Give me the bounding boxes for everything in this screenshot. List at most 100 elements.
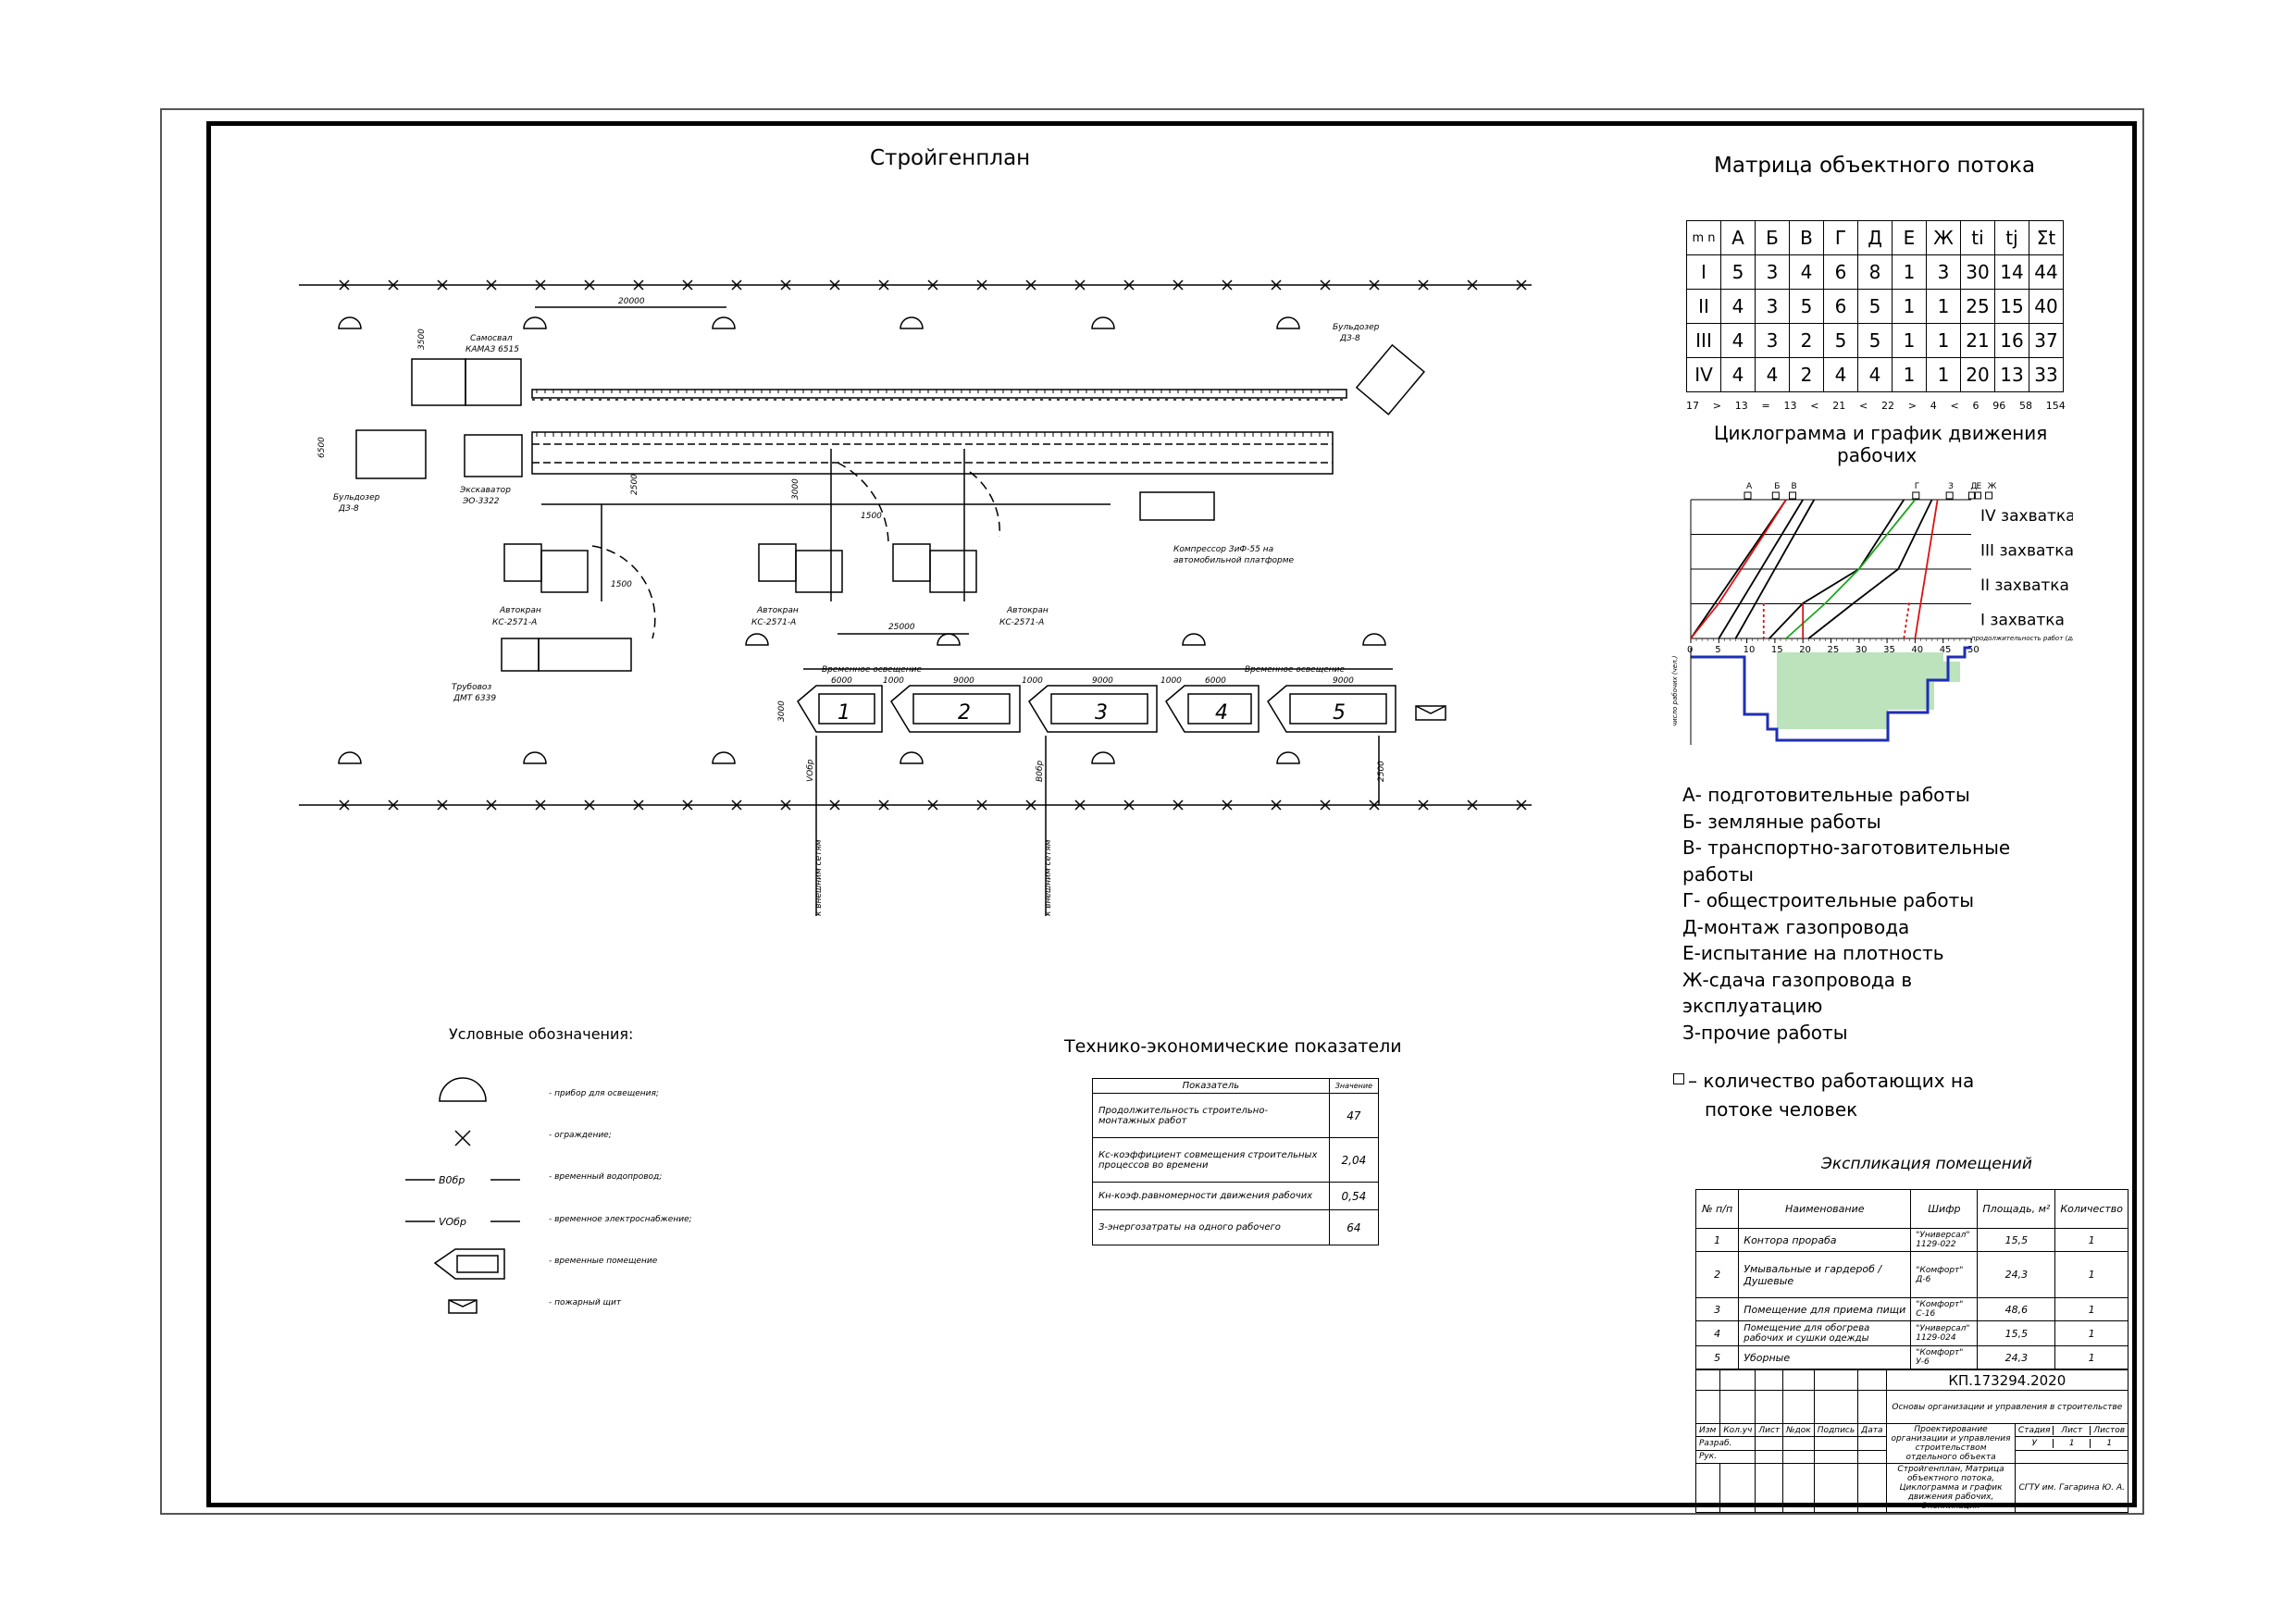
workers-box-icon bbox=[1673, 1073, 1684, 1084]
workers-hatched-area bbox=[1777, 652, 1960, 729]
tep-row-value: 2,04 bbox=[1328, 1137, 1380, 1183]
crane-c-label-1: Автокран bbox=[1006, 606, 1049, 615]
cyclogram-top-box bbox=[1744, 491, 1752, 500]
light-label-2: Временное освещение bbox=[1245, 665, 1345, 675]
matrix-footer-item: 13 bbox=[1734, 400, 1748, 412]
excavator-label-2: ЭО-3322 bbox=[462, 497, 500, 506]
fence-cross bbox=[976, 279, 987, 291]
matrix-footer-item: 21 bbox=[1832, 400, 1846, 412]
matrix-footer-item: 58 bbox=[2019, 400, 2033, 412]
fence-cross bbox=[927, 799, 938, 811]
crane-b-label-2: КС-2571-А bbox=[751, 618, 796, 627]
matrix-title: Матрица объектного потока bbox=[1714, 154, 2036, 178]
lamp bbox=[1182, 633, 1206, 646]
works-legend-item: Г- общестроительные работы bbox=[1682, 889, 1975, 911]
matrix-ti: 21 bbox=[1960, 323, 1995, 358]
expl-cell-qty: 1 bbox=[2054, 1251, 2128, 1298]
matrix-col-v: В bbox=[1789, 220, 1824, 255]
crane-c-cab bbox=[892, 543, 931, 582]
dim-25000: 25000 bbox=[888, 623, 915, 632]
expl-header: Шифр bbox=[1910, 1189, 1979, 1229]
cyclogram-top-box bbox=[1985, 491, 1993, 500]
matrix-col-g: Г bbox=[1823, 220, 1858, 255]
matrix-ti: 30 bbox=[1960, 254, 1995, 290]
fence-cross bbox=[829, 799, 840, 811]
expl-header-row: № п/п Наименование Шифр Площадь, м² Коли… bbox=[1694, 1189, 2128, 1229]
x-tick-label: 0 bbox=[1687, 645, 1693, 655]
x-tick-label: 5 bbox=[1715, 645, 1720, 655]
stamp-sheets-header: Листов bbox=[2093, 1425, 2126, 1435]
matrix-footer-item: < bbox=[1810, 400, 1819, 412]
dim-label-3000b: 3000 bbox=[791, 478, 800, 500]
workers-note-2: потоке человек bbox=[1705, 1098, 1858, 1121]
fence-cross bbox=[486, 799, 497, 811]
matrix-cell: 3 bbox=[1755, 254, 1790, 290]
lamp bbox=[338, 751, 362, 764]
cyclogram-top-box bbox=[1945, 491, 1954, 500]
fence-cross bbox=[1516, 279, 1527, 291]
dim-label-3000: 3000 bbox=[777, 700, 787, 722]
compressor-label-1: Компрессор ЗиФ-55 на bbox=[1173, 545, 1273, 554]
trench-upper bbox=[531, 389, 1347, 399]
dim-1000c: 1000 bbox=[1160, 676, 1182, 686]
legend-lamp-text: - прибор для освещения; bbox=[549, 1089, 659, 1098]
matrix-footer-item: 154 bbox=[2045, 400, 2066, 412]
legend-water-text: - временный водопровод; bbox=[549, 1172, 663, 1182]
stamp-code: КП.173294.2020 bbox=[1885, 1369, 2129, 1391]
stamp-stage-header: Стадия bbox=[2016, 1425, 2054, 1435]
power-code-label: VОбр bbox=[806, 759, 815, 782]
matrix-footer-item: 13 bbox=[1783, 400, 1797, 412]
hut-4-number: 4 bbox=[1215, 701, 1228, 725]
lamp bbox=[1091, 316, 1115, 329]
workers-flow-line bbox=[1691, 646, 1971, 742]
works-legend-item: З-прочие работы bbox=[1682, 1021, 1848, 1044]
water-code-label: В0бр bbox=[1036, 761, 1045, 782]
hut-3-number: 3 bbox=[1095, 701, 1108, 725]
matrix-cell: 5 bbox=[1789, 289, 1824, 324]
fence-cross bbox=[1271, 799, 1282, 811]
lamp bbox=[937, 633, 961, 646]
matrix-row-label: II bbox=[1686, 289, 1721, 324]
expl-cell-code: "Универсал" 1129-022 bbox=[1910, 1228, 1979, 1252]
pipe-truck-cab bbox=[501, 638, 540, 672]
matrix-row-4: IV 4 4 2 4 4 1 1 20 13 33 bbox=[1686, 357, 2064, 392]
tep-table: Показатель Значение Продолжительность ст… bbox=[1092, 1078, 1380, 1245]
stamp-col: №док bbox=[1782, 1422, 1815, 1438]
dump-truck-cab bbox=[411, 358, 466, 406]
cyclogram-top-letter: А bbox=[1746, 482, 1753, 491]
bulldozer-left-label-2: ДЗ-8 bbox=[338, 504, 359, 514]
matrix-footer-item: 17 bbox=[1686, 400, 1699, 412]
works-legend-item: В- транспортно-заготовительные bbox=[1682, 836, 2011, 859]
crane-a-label-1: Автокран bbox=[499, 606, 541, 615]
matrix-cell: 2 bbox=[1789, 357, 1824, 392]
works-legend: А- подготовительные работы Б- земляные р… bbox=[1682, 782, 2010, 1046]
expl-row: 2 Умывальные и гардероб / Душевые "Комфо… bbox=[1694, 1251, 2128, 1298]
matrix-cell: 3 bbox=[1755, 323, 1790, 358]
matrix-footer-item: = bbox=[1761, 400, 1770, 412]
legend-water-code: В0бр bbox=[439, 1174, 465, 1186]
workers-note-text-1: количество работающих на bbox=[1703, 1070, 1975, 1092]
fence-cross bbox=[682, 799, 693, 811]
matrix-cell: 1 bbox=[1926, 323, 1961, 358]
expl-cell-n: 3 bbox=[1694, 1297, 1740, 1321]
matrix-footer-item: 96 bbox=[1992, 400, 2006, 412]
lamp bbox=[745, 633, 769, 646]
stamp-sheets-value: 1 bbox=[2106, 1438, 2113, 1448]
matrix-cell: 5 bbox=[1857, 323, 1893, 358]
fence-cross bbox=[633, 279, 644, 291]
expl-cell-name: Помещение для приема пищи bbox=[1738, 1297, 1912, 1321]
matrix-row-label: IV bbox=[1686, 357, 1721, 392]
fence-cross bbox=[339, 279, 350, 291]
matrix-col-ti: ti bbox=[1960, 220, 1995, 255]
matrix-cell: 1 bbox=[1892, 357, 1927, 392]
works-legend-item: Е-испытание на плотность bbox=[1682, 942, 1944, 964]
stamp-col: Подпись bbox=[1813, 1422, 1859, 1438]
fence-cross bbox=[1123, 799, 1135, 811]
matrix-row-2: II 4 3 5 6 5 1 1 25 15 40 bbox=[1686, 289, 2064, 324]
matrix-cell: 1 bbox=[1926, 289, 1961, 324]
excavator-label-1: Экскаватор bbox=[459, 486, 511, 495]
dump-truck-label-2: КАМАЗ 6515 bbox=[465, 345, 519, 354]
matrix-tj: 14 bbox=[1994, 254, 2029, 290]
expl-cell-name: Контора прораба bbox=[1738, 1228, 1912, 1252]
